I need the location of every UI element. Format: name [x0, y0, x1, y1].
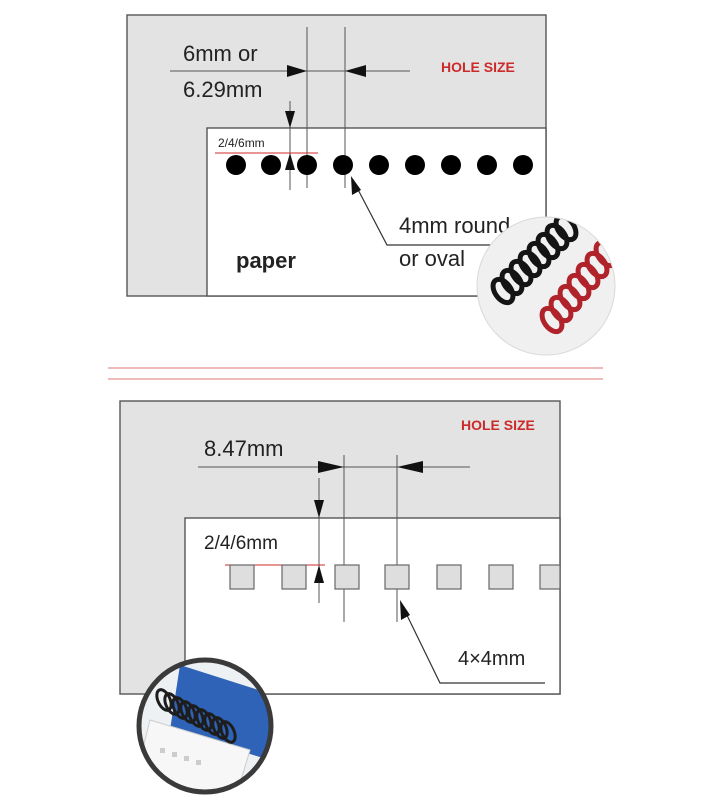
top-hole-size-title: HOLE SIZE [441, 59, 515, 75]
round-hole-row [226, 155, 533, 175]
square-hole-row [229, 564, 561, 590]
bottom-pitch-label: 8.47mm [204, 436, 283, 461]
top-pitch-label-line2: 6.29mm [183, 77, 262, 102]
wire-binding-icon [155, 688, 237, 744]
top-hole-label-line2: or oval [399, 246, 465, 271]
bottom-pitch-arrow-right [318, 461, 344, 473]
top-hole-callout-arrow [351, 176, 361, 195]
square-hole [539, 564, 561, 590]
bottom-margin-arrow-down [314, 500, 324, 518]
twin-wire-inset-photo [136, 657, 274, 795]
top-pitch-arrow-left [345, 65, 366, 77]
bottom-paper-sheet [184, 517, 561, 695]
round-hole [369, 155, 389, 175]
square-hole-diagram: HOLE SIZE 8.47mm 2/4/6mm 4×4mm [119, 400, 561, 795]
bottom-margin-arrow-up [314, 565, 324, 583]
round-hole [405, 155, 425, 175]
top-margin-arrow-up [285, 153, 295, 170]
round-hole-diagram: HOLE SIZE 6mm or 6.29mm 2/4/6mm [126, 14, 616, 356]
bottom-hole-callout-line [401, 604, 545, 684]
bottom-margin-label: 2/4/6mm [204, 533, 278, 554]
bottom-hole-callout-arrow [400, 600, 410, 620]
plastic-coil-inset-photo [476, 216, 616, 356]
black-coil-icon [490, 217, 579, 306]
top-pitch-arrow-right [287, 65, 307, 77]
round-hole [226, 155, 246, 175]
round-hole [333, 155, 353, 175]
section-divider [108, 367, 603, 380]
top-margin-label: 2/4/6mm [218, 136, 265, 150]
square-hole [488, 564, 514, 590]
square-hole [436, 564, 462, 590]
round-hole [477, 155, 497, 175]
paper-label: paper [236, 248, 296, 273]
square-hole [229, 564, 255, 590]
top-hole-label-line1: 4mm round [399, 213, 510, 238]
square-hole [334, 564, 360, 590]
bottom-hole-label: 4×4mm [458, 648, 525, 670]
top-margin-arrow-down [285, 111, 295, 128]
square-hole [281, 564, 307, 590]
round-hole [513, 155, 533, 175]
round-hole [261, 155, 281, 175]
square-hole [384, 564, 410, 590]
top-pitch-label-line1: 6mm or [183, 41, 258, 66]
top-hole-callout-line [352, 179, 518, 246]
bottom-pitch-arrow-left [397, 461, 423, 473]
bottom-hole-size-title: HOLE SIZE [461, 417, 535, 433]
round-hole [441, 155, 461, 175]
round-hole [297, 155, 317, 175]
